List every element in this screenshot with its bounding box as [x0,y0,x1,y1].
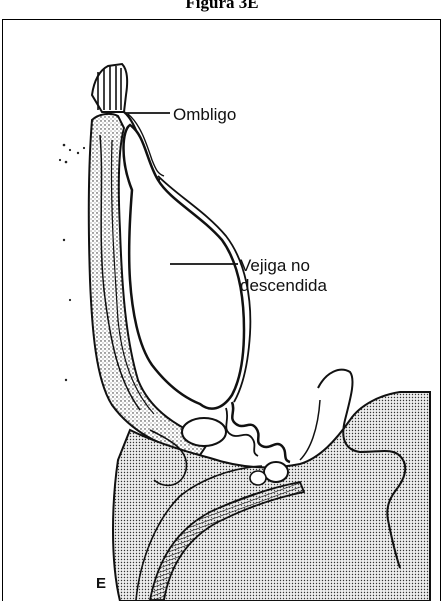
speckles [59,144,85,381]
bladder-label-line2: descendida [240,276,327,296]
pubic-bone [182,418,226,446]
undescended-bladder [124,125,245,409]
small-organ [264,462,288,482]
bladder-label-line1: Vejiga no [240,256,310,276]
panel-letter: E [96,574,106,594]
umbilicus-label: Ombligo [173,105,236,125]
bladder-neck [232,402,290,462]
umbilical-cord [92,64,127,112]
